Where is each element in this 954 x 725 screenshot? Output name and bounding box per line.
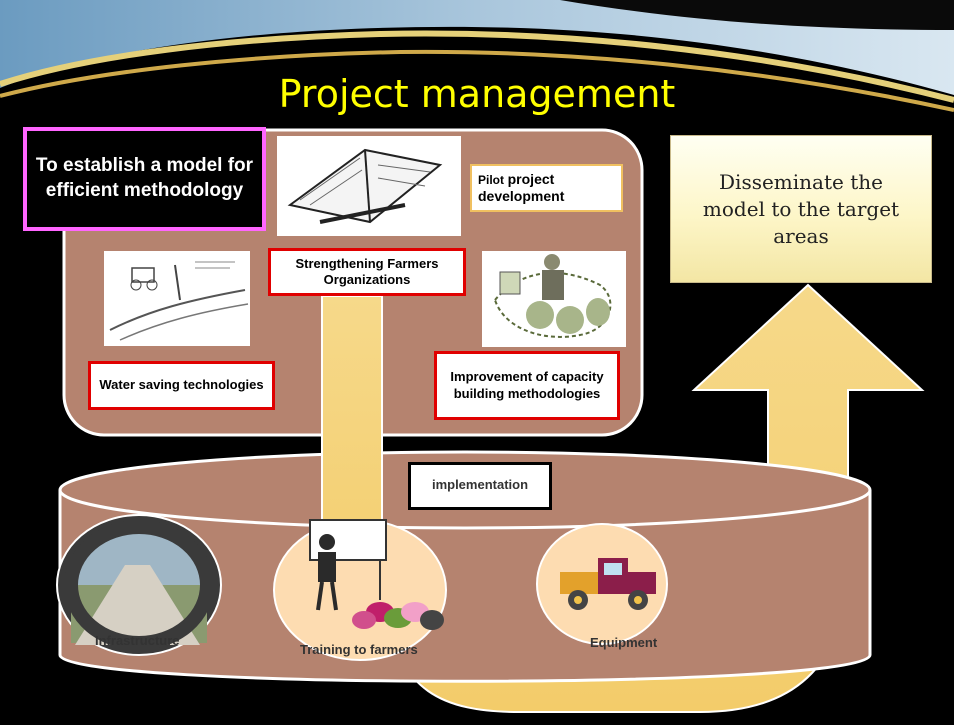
infrastructure-oval bbox=[56, 514, 222, 656]
equipment-label: Equipment bbox=[590, 635, 658, 650]
equipment-oval bbox=[536, 523, 668, 645]
implementation-box: implementation bbox=[408, 462, 552, 510]
top-swoosh bbox=[0, 0, 954, 112]
strengthening-box: Strengthening Farmers Organizations bbox=[268, 248, 466, 296]
water-saving-box: Water saving technologies bbox=[88, 361, 275, 410]
pilot-prefix: Pilot bbox=[478, 172, 504, 187]
infrastructure-label: Infrastructure bbox=[95, 633, 180, 648]
pilot-rest: project development bbox=[478, 170, 565, 205]
page-title: Project management bbox=[278, 72, 676, 116]
notebook-clipart bbox=[277, 136, 461, 236]
pilot-project-box: Pilot project development bbox=[470, 164, 623, 212]
capacity-building-box: Improvement of capacity building methodo… bbox=[434, 351, 620, 420]
goal-box: To establish a model for efficient metho… bbox=[23, 127, 266, 231]
meeting-clipart bbox=[482, 251, 626, 347]
disseminate-box: Disseminate the model to the target area… bbox=[670, 135, 932, 283]
irrigation-sketch-clipart bbox=[104, 251, 250, 346]
training-oval bbox=[273, 519, 447, 661]
training-label: Training to farmers bbox=[300, 642, 418, 657]
